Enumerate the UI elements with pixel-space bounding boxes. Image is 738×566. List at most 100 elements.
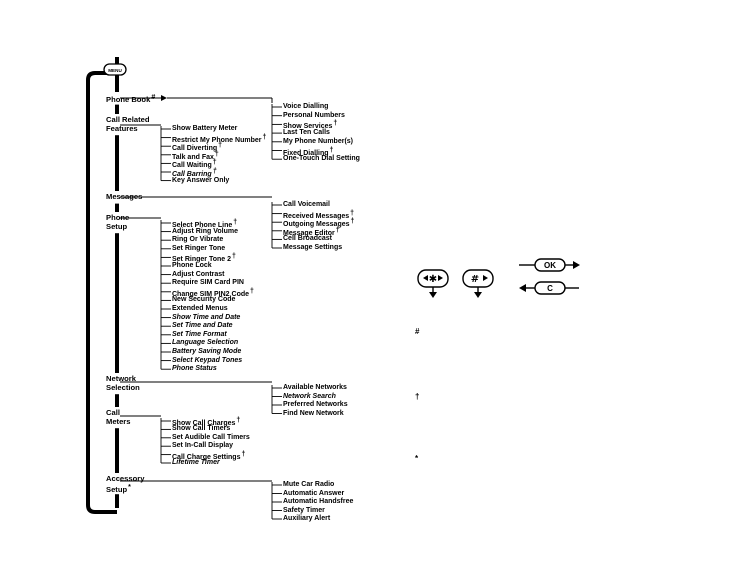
call-related-item-label: Restrict My Phone Number bbox=[172, 136, 262, 144]
messages-item-label: Message Editor bbox=[283, 229, 335, 237]
messages-item-label: Received Messages bbox=[283, 212, 350, 220]
down-arrow-icon bbox=[429, 292, 437, 298]
right-arrow-icon bbox=[483, 275, 488, 281]
messages-item: Received Messages† bbox=[283, 210, 354, 221]
network-item-label: Available Networks bbox=[283, 384, 347, 391]
dagger-mark: † bbox=[329, 146, 334, 154]
messages-item-label: Outgoing Messages bbox=[283, 221, 350, 229]
phone-setup-item: Phone Lock bbox=[172, 262, 212, 270]
phone-setup-item: Adjust Contrast bbox=[172, 271, 225, 279]
phone-setup-item-label: Set Time Format bbox=[172, 330, 227, 338]
dagger-mark: † bbox=[250, 287, 254, 295]
phone-book-item: Personal Numbers bbox=[283, 112, 345, 120]
category-accessory-setup: Accessory Setup* bbox=[106, 474, 145, 494]
legend-symbol: # bbox=[415, 327, 419, 336]
arrow-head bbox=[161, 95, 167, 101]
phone-setup-item: Set Ringer Tone bbox=[172, 245, 225, 253]
down-arrow-icon bbox=[474, 292, 482, 298]
phone-book-item-label: My Phone Number(s) bbox=[283, 137, 354, 145]
network-item: Find New Network bbox=[283, 410, 344, 418]
phone-setup-item: Ring Or Vibrate bbox=[172, 236, 223, 244]
phone-setup-item: Adjust Ring Volume bbox=[172, 228, 238, 236]
phone-setup-item: Select Phone Line† bbox=[172, 219, 237, 230]
spine-gap bbox=[113, 191, 121, 204]
phone-setup-item-label: Require SIM Card PIN bbox=[172, 279, 244, 287]
category-label: Phone Book bbox=[106, 95, 151, 104]
category-label: Accessory Setup bbox=[106, 474, 145, 494]
category-call-related-features: Call Related Features bbox=[106, 115, 149, 133]
network-item-label: Find New Network bbox=[283, 409, 344, 417]
phone-setup-item: New Security Code bbox=[172, 296, 235, 304]
phone-setup-item-label: Change SIM PIN2 Code bbox=[172, 290, 250, 298]
phone-book-item-label: Personal Numbers bbox=[283, 111, 345, 119]
menu-return-loop bbox=[86, 71, 117, 514]
call-related-item: Call Waiting† bbox=[172, 159, 217, 170]
legend-symbol: * bbox=[415, 454, 418, 463]
phone-book-item-label: One-Touch Dial Setting bbox=[283, 155, 360, 163]
dagger-mark: † bbox=[233, 219, 238, 226]
c-key-label: C bbox=[547, 284, 553, 293]
accessory-item: Mute Car Radio bbox=[283, 481, 334, 489]
legend-symbol-text: † bbox=[415, 392, 420, 401]
legend-symbol-text: # bbox=[415, 327, 420, 336]
category-label: Messages bbox=[106, 192, 143, 201]
call-related-item: Restrict My Phone Number† bbox=[172, 134, 266, 145]
phone-setup-item: Show Time and Date bbox=[172, 314, 240, 322]
phone-setup-item: Set Time and Date bbox=[172, 322, 233, 330]
messages-item: Outgoing Messages† bbox=[283, 218, 354, 229]
call-related-item-label: Call Barring bbox=[172, 171, 212, 178]
legend-symbol: † bbox=[415, 392, 419, 401]
phone-setup-item-label: Show Time and Date bbox=[172, 313, 241, 321]
phone-setup-item-label: Set Time and Date bbox=[172, 322, 233, 330]
dagger-mark: † bbox=[241, 450, 246, 458]
accessory-item: Automatic Handsfree bbox=[283, 498, 353, 506]
phone-book-item-label: Fixed Dialling bbox=[283, 149, 329, 157]
phone-setup-item-label: Ring Or Vibrate bbox=[172, 236, 224, 244]
phone-book-item: My Phone Number(s) bbox=[283, 138, 353, 146]
dagger-mark: † bbox=[335, 226, 340, 234]
call-meters-item-label: Lifetime Timer bbox=[172, 459, 220, 466]
accessory-item-label: Safety Timer bbox=[283, 506, 325, 514]
phone-book-item: Voice Dialling bbox=[283, 103, 328, 111]
category-label: Network Selection bbox=[106, 374, 140, 392]
category-messages: Messages bbox=[106, 192, 143, 202]
phone-book-item-label: Voice Dialling bbox=[283, 103, 329, 110]
messages-item: Cell Broadcast bbox=[283, 235, 332, 243]
accessory-item-label: Automatic Handsfree bbox=[283, 498, 354, 505]
phone-setup-item: Select Keypad Tones bbox=[172, 357, 242, 365]
phone-setup-item: Set Ringer Tone 2† bbox=[172, 253, 236, 264]
dagger-mark: † bbox=[350, 218, 355, 226]
dagger-mark: † bbox=[212, 168, 217, 175]
phone-book-item-label: Show Services bbox=[283, 123, 333, 131]
messages-item-label: Cell Broadcast bbox=[283, 235, 333, 243]
phone-setup-item-label: New Security Code bbox=[172, 296, 236, 304]
dagger-mark: † bbox=[262, 133, 267, 141]
category-phone-book: Phone Book# bbox=[106, 94, 155, 105]
hash-key-label: # bbox=[471, 274, 479, 285]
phone-book-item: One-Touch Dial Setting bbox=[283, 155, 360, 163]
dagger-mark: † bbox=[214, 150, 219, 158]
phone-book-item: Fixed Dialling† bbox=[283, 147, 333, 158]
phone-setup-item-label: Phone Status bbox=[172, 365, 217, 373]
phone-setup-item: Extended Menus bbox=[172, 305, 228, 313]
legend-symbol-text: * bbox=[415, 454, 419, 463]
right-arrow-icon bbox=[573, 261, 580, 269]
phone-setup-item-label: Adjust Ring Volume bbox=[172, 227, 238, 235]
phone-setup-item-label: Adjust Contrast bbox=[172, 270, 225, 278]
phone-setup-item: Language Selection bbox=[172, 339, 238, 347]
dagger-mark: † bbox=[218, 142, 223, 150]
messages-item-label: Message Settings bbox=[283, 244, 343, 251]
phone-book-item: Show Services† bbox=[283, 120, 337, 131]
accessory-item-label: Auxiliary Alert bbox=[283, 515, 331, 522]
spine-gap bbox=[113, 92, 121, 105]
messages-item-label: Call Voicemail bbox=[283, 201, 330, 208]
phone-setup-item: Require SIM Card PIN bbox=[172, 279, 244, 287]
spine-gap bbox=[113, 473, 121, 495]
accessory-item: Automatic Answer bbox=[283, 490, 344, 498]
menu-key-icon bbox=[103, 63, 127, 76]
call-meters-item: Show Call Charges† bbox=[172, 417, 240, 428]
phone-book-item-label: Last Ten Calls bbox=[283, 129, 330, 137]
phone-setup-item: Battery Saving Mode bbox=[172, 348, 241, 356]
network-item: Available Networks bbox=[283, 384, 347, 392]
